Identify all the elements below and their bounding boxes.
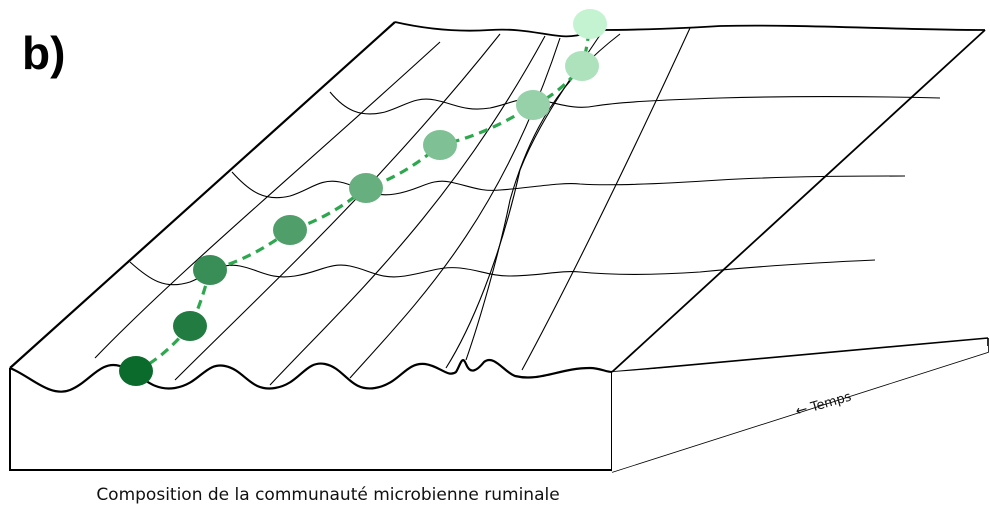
community-state-ball — [193, 255, 227, 285]
surface-right-edge — [611, 29, 986, 373]
community-state-ball — [565, 51, 599, 81]
community-state-ball — [119, 356, 153, 386]
community-state-ball — [173, 311, 207, 341]
surface-grid-cross-lines — [129, 91, 941, 286]
front-block-face — [9, 368, 613, 471]
community-state-ball — [573, 9, 607, 39]
community-state-ball — [516, 90, 550, 120]
trajectory-group — [119, 9, 607, 386]
side-block-fill — [612, 346, 988, 472]
x-axis-caption: Composition de la communauté microbienne… — [96, 485, 560, 505]
panel-label: b) — [22, 27, 66, 79]
community-state-ball — [349, 173, 383, 203]
community-state-ball — [423, 130, 457, 160]
surface-left-edge — [9, 21, 396, 369]
community-state-ball — [273, 215, 307, 245]
